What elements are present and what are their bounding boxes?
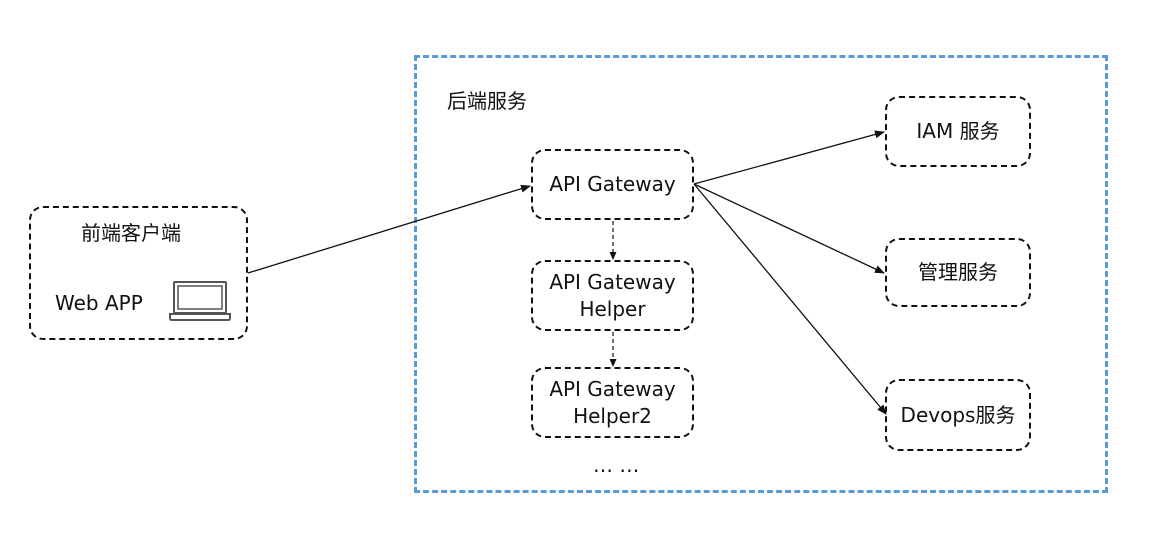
- api-gateway-helper2-box[interactable]: API Gateway Helper2: [531, 367, 694, 438]
- iam-service-label: IAM 服务: [916, 119, 1000, 143]
- web-app-label: Web APP: [55, 291, 143, 315]
- frontend-title: 前端客户端: [81, 221, 181, 245]
- devops-service-label: Devops服务: [900, 402, 1016, 427]
- api-gateway-box[interactable]: API Gateway: [531, 149, 694, 220]
- laptop-icon: [169, 281, 231, 321]
- backend-container: [414, 55, 1108, 493]
- backend-title: 后端服务: [447, 89, 527, 113]
- helper-line2: Helper: [579, 296, 646, 321]
- gateway-to-iam-arrow: [693, 130, 885, 185]
- iam-service-box[interactable]: IAM 服务: [885, 96, 1031, 167]
- helper2-line2: Helper2: [573, 403, 652, 428]
- devops-service-box[interactable]: Devops服务: [885, 379, 1031, 451]
- gateway-to-management-arrow: [693, 183, 885, 274]
- api-gateway-label: API Gateway: [549, 172, 676, 196]
- frontend-to-gateway-arrow: [247, 184, 531, 274]
- helper-line1: API Gateway: [549, 269, 676, 294]
- ellipsis: … …: [593, 453, 640, 477]
- helper2-line1: API Gateway: [549, 376, 676, 401]
- frontend-client-box[interactable]: 前端客户端 Web APP: [29, 206, 248, 340]
- management-service-label: 管理服务: [918, 260, 998, 284]
- api-gateway-helper-box[interactable]: API Gateway Helper: [531, 260, 694, 331]
- management-service-box[interactable]: 管理服务: [885, 238, 1031, 307]
- gateway-to-devops-arrow: [693, 183, 887, 415]
